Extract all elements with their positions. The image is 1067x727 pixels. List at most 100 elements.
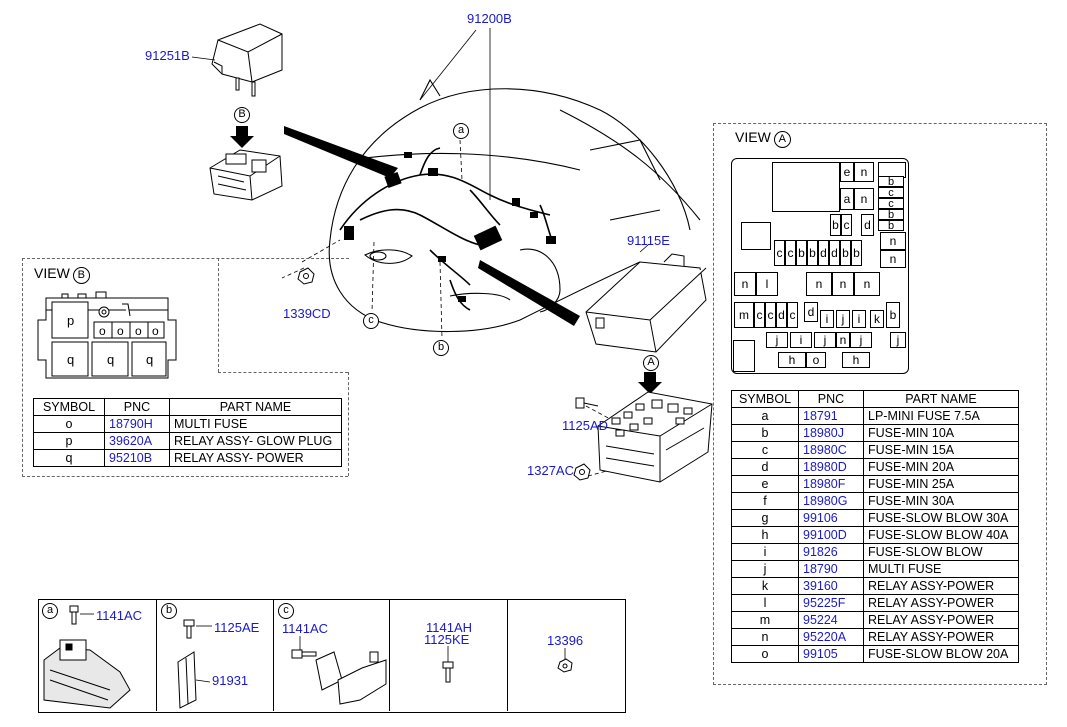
- fuse-j[interactable]: j: [814, 332, 836, 348]
- fuse-n[interactable]: n: [854, 188, 874, 210]
- car-outline: [328, 78, 701, 333]
- fuse-i[interactable]: i: [820, 310, 834, 328]
- cell-pnc[interactable]: 39620A: [104, 432, 170, 450]
- fuse-d[interactable]: d: [861, 214, 874, 236]
- fuse-i[interactable]: i: [852, 310, 866, 328]
- view-a-title-circle: A: [773, 131, 791, 148]
- relay-label-q3: q: [146, 352, 154, 367]
- cell-pnc[interactable]: 99100D: [798, 526, 864, 544]
- marker-c: c: [363, 313, 379, 329]
- fuse-b[interactable]: b: [878, 220, 904, 232]
- fuse-j[interactable]: j: [850, 332, 872, 348]
- relay-label-p: p: [67, 313, 75, 328]
- fuse-n[interactable]: n: [832, 272, 854, 296]
- detail-b-part-bolt: 1125AE: [214, 620, 260, 635]
- fuse-n[interactable]: n: [854, 272, 880, 296]
- cell-part-name: FUSE-MIN 15A: [863, 441, 1019, 459]
- cell-pnc[interactable]: 95224: [798, 611, 864, 629]
- view-b-parts-table: SYMBOL PNC PART NAME o 18790H MULTI FUSE…: [33, 398, 342, 467]
- cell-pnc[interactable]: 18980F: [798, 475, 864, 493]
- fuse-n[interactable]: n: [854, 162, 874, 182]
- cell-pnc[interactable]: 18980G: [798, 492, 864, 510]
- leader-lines: [281, 28, 649, 477]
- fuse-c[interactable]: c: [765, 302, 776, 328]
- arrow-a: [638, 372, 662, 394]
- cell-part-name: LP-MINI FUSE 7.5A: [863, 407, 1019, 425]
- fuse-b[interactable]: b: [807, 240, 818, 266]
- fuse-j[interactable]: j: [766, 332, 788, 348]
- cell-pnc[interactable]: 95225F: [798, 594, 864, 612]
- fuse-c[interactable]: c: [841, 214, 852, 236]
- fuse-b[interactable]: b: [830, 214, 841, 236]
- callout-1339cd: 1339CD: [283, 306, 331, 321]
- fuse-k[interactable]: k: [870, 310, 884, 328]
- callout-1125ad: 1125AD: [562, 418, 609, 433]
- leader-91251B: [191, 56, 216, 61]
- view-a-title-text: VIEW: [735, 129, 771, 145]
- view-b-frame-right-lower: [348, 372, 349, 476]
- fuse-d[interactable]: d: [818, 240, 829, 266]
- fuse-n[interactable]: n: [880, 232, 906, 250]
- marker-b: b: [433, 340, 449, 356]
- fuse-i[interactable]: i: [790, 332, 812, 348]
- fuse-e[interactable]: e: [840, 162, 854, 182]
- fuse-n[interactable]: n: [806, 272, 832, 296]
- detail-d-part-2: 1125KE: [424, 632, 470, 647]
- fuse-c[interactable]: c: [785, 240, 796, 266]
- cell-pnc[interactable]: 39160: [798, 577, 864, 595]
- fuse-b[interactable]: b: [851, 240, 862, 266]
- fuse-m[interactable]: m: [734, 302, 754, 328]
- fuse-c[interactable]: c: [878, 198, 904, 210]
- detail-a-part: 1141AC: [96, 608, 143, 623]
- fuse-b[interactable]: b: [878, 176, 904, 188]
- callout-91115e: 91115E: [627, 233, 670, 248]
- detail-a-marker: a: [42, 603, 58, 619]
- cell-pnc[interactable]: 99105: [798, 645, 864, 663]
- view-a-frame: [713, 123, 1047, 685]
- fuse-b[interactable]: b: [796, 240, 807, 266]
- fuse-b[interactable]: b: [878, 209, 904, 221]
- fuse-d[interactable]: d: [776, 302, 787, 328]
- marker-a: a: [453, 123, 469, 139]
- fuse-c[interactable]: c: [754, 302, 765, 328]
- fuse-c[interactable]: c: [878, 187, 904, 199]
- cell-part-name: FUSE-SLOW BLOW 20A: [863, 645, 1019, 663]
- callout-1327ac: 1327AC: [527, 463, 574, 478]
- cell-pnc[interactable]: 18791: [798, 407, 864, 425]
- fuse-h[interactable]: h: [842, 352, 870, 368]
- fuse-l[interactable]: l: [756, 272, 778, 296]
- col-part-name: PART NAME: [863, 390, 1019, 408]
- fuse-n[interactable]: n: [836, 332, 850, 348]
- fuse-b[interactable]: b: [840, 240, 851, 266]
- detail-b-part-bracket: 91931: [212, 673, 249, 688]
- detail-c-part: 1141AC: [282, 621, 329, 636]
- fuse-d[interactable]: d: [804, 302, 818, 322]
- fuse-j[interactable]: j: [890, 332, 906, 348]
- cell-pnc[interactable]: 18980D: [798, 458, 864, 476]
- fuse-j[interactable]: j: [836, 310, 850, 328]
- harness-connectors: [344, 152, 556, 302]
- fuse-a[interactable]: a: [840, 188, 854, 210]
- fuse-b[interactable]: b: [886, 302, 900, 328]
- fuse-box-blank-left: [741, 222, 771, 250]
- cell-pnc[interactable]: 18790: [798, 560, 864, 578]
- fuse-n[interactable]: n: [734, 272, 756, 296]
- fuse-d[interactable]: d: [829, 240, 840, 266]
- fuse-h[interactable]: h: [778, 352, 806, 368]
- fuse-o[interactable]: o: [806, 352, 826, 368]
- fuse-c[interactable]: c: [774, 240, 785, 266]
- detail-divider-4: [507, 599, 508, 711]
- cell-pnc[interactable]: 95210B: [104, 449, 170, 467]
- view-b-frame: [22, 258, 349, 477]
- detail-strip: [38, 599, 626, 713]
- fuse-c[interactable]: c: [787, 302, 798, 328]
- fuse-n[interactable]: n: [880, 250, 906, 268]
